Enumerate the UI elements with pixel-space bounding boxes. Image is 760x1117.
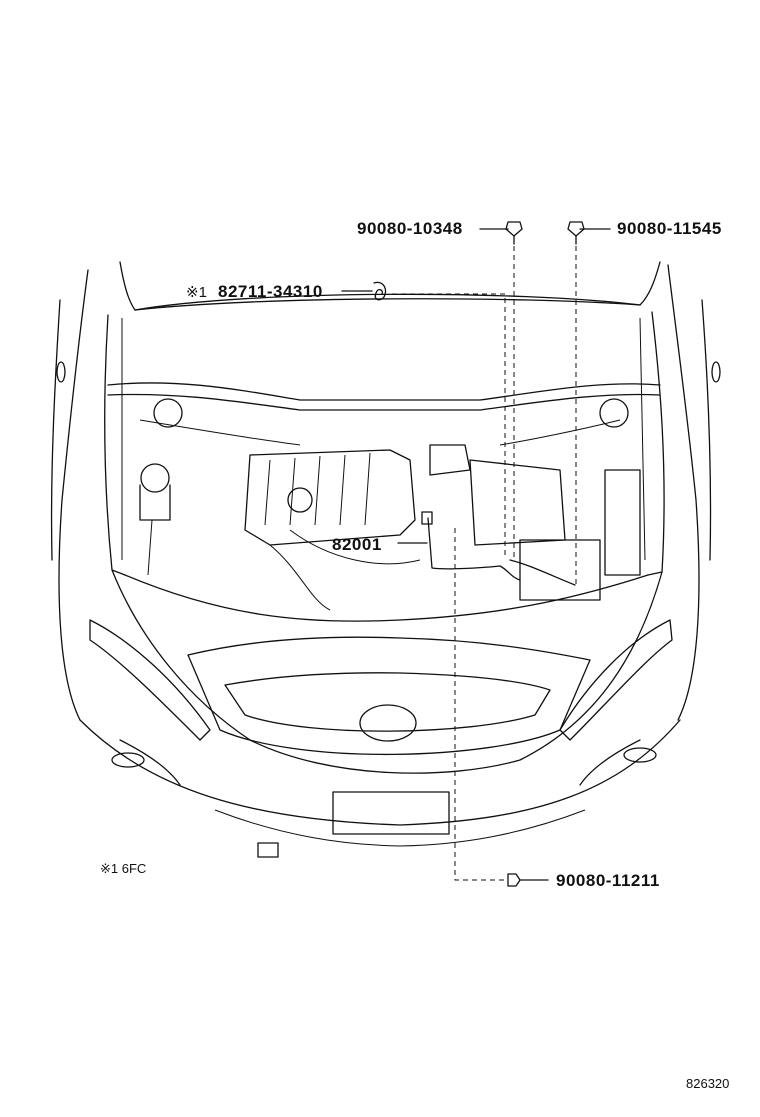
reservoir-hose bbox=[147, 519, 153, 576]
cowl-top bbox=[107, 382, 661, 401]
right-fender-line bbox=[667, 264, 700, 721]
bumper-lower bbox=[79, 719, 681, 826]
oil-filler-cap bbox=[287, 487, 313, 513]
diagram-id: 826320 bbox=[686, 1076, 730, 1091]
tow-hook-cover bbox=[257, 842, 279, 858]
bolt-bottom-head bbox=[507, 873, 521, 887]
wire-connector bbox=[421, 511, 433, 525]
right-fog-lamp bbox=[623, 747, 657, 763]
left-outer-edge bbox=[50, 299, 61, 561]
left-fender-line bbox=[58, 269, 89, 721]
right-strut-tower bbox=[599, 398, 629, 428]
hood-edge bbox=[134, 298, 641, 311]
bolt-top-right-head bbox=[567, 221, 585, 237]
part-label-82711-34310: 82711-34310 bbox=[218, 282, 323, 301]
engine-cover-ribs bbox=[264, 452, 371, 526]
wire-branch bbox=[509, 559, 576, 586]
grille-opening bbox=[224, 672, 551, 732]
clamp-note-mark: ※1 bbox=[186, 284, 207, 301]
bumper-upper bbox=[111, 569, 663, 774]
reservoir-cap bbox=[140, 463, 170, 493]
engine-cover bbox=[244, 449, 416, 546]
dash-bolt-bottom bbox=[454, 528, 505, 881]
left-headlight bbox=[89, 619, 211, 741]
intake-lines bbox=[269, 529, 421, 611]
part-label-90080-11211: 90080-11211 bbox=[556, 871, 660, 890]
right-side-marker bbox=[711, 361, 721, 383]
grille-frame bbox=[187, 636, 591, 756]
bumper-crease bbox=[214, 809, 586, 847]
clamp-shape bbox=[373, 281, 387, 301]
bay-left-wall bbox=[104, 314, 126, 576]
part-label-90080-11545: 90080-11545 bbox=[617, 219, 722, 238]
left-side-marker bbox=[56, 361, 66, 383]
reservoir-body bbox=[139, 484, 171, 521]
part-label-90080-10348: 90080-10348 bbox=[357, 219, 463, 238]
wire-harness bbox=[427, 517, 521, 581]
cowl-bottom bbox=[107, 393, 661, 411]
left-fog-housing bbox=[119, 739, 181, 786]
bay-right-wall bbox=[647, 311, 665, 576]
right-outer-edge bbox=[701, 299, 712, 561]
dash-clamp bbox=[392, 293, 506, 555]
left-strut-tower bbox=[153, 398, 183, 428]
part-label-82001: 82001 bbox=[332, 535, 382, 554]
right-headlight bbox=[559, 619, 673, 741]
inner-apron-lines bbox=[139, 419, 621, 446]
emblem bbox=[359, 704, 417, 742]
right-strut bbox=[639, 317, 646, 561]
battery bbox=[519, 539, 601, 601]
air-cleaner bbox=[469, 459, 566, 546]
right-fog-housing bbox=[579, 739, 641, 786]
left-fog-lamp bbox=[111, 752, 145, 768]
fuse-box bbox=[429, 444, 471, 476]
radiator-support bbox=[124, 574, 649, 622]
footnote: ※1 6FC bbox=[100, 861, 147, 876]
bolt-top-left-head bbox=[505, 221, 523, 237]
license-plate bbox=[332, 791, 450, 835]
right-module bbox=[604, 469, 641, 576]
